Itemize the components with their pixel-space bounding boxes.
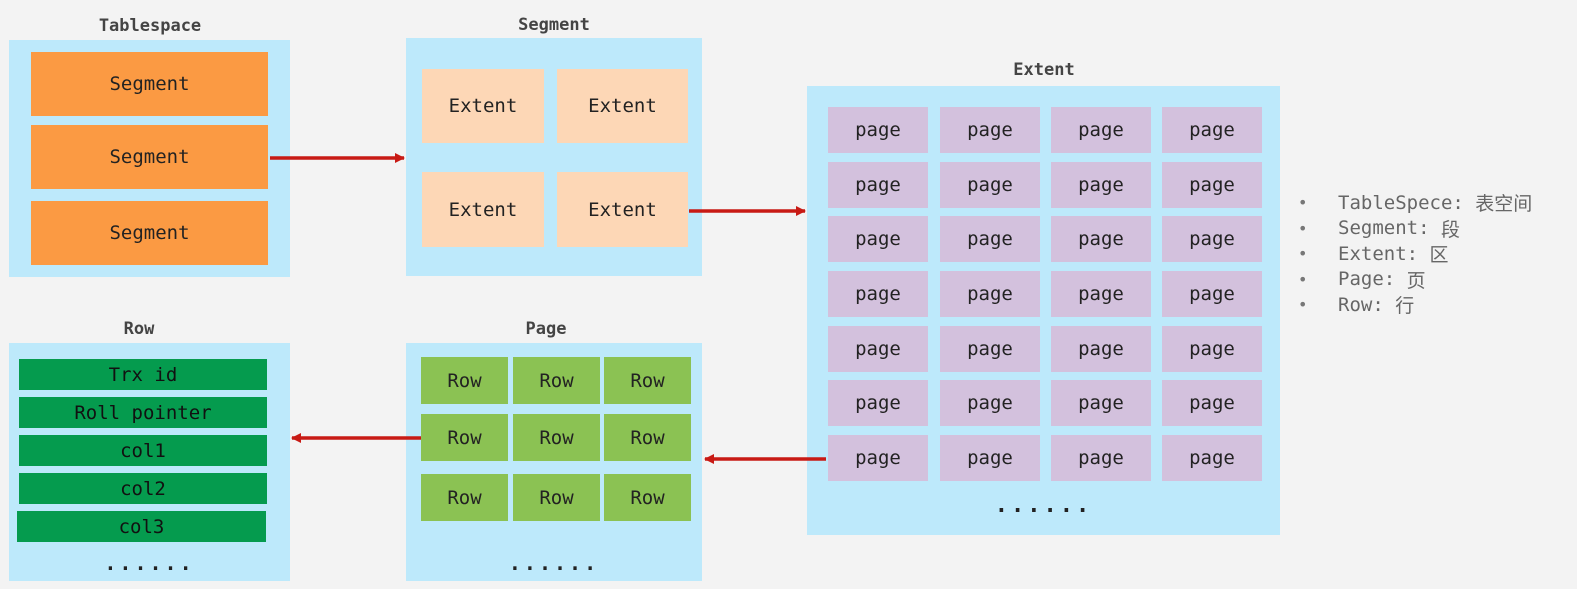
legend-term: Page bbox=[1338, 268, 1384, 291]
bullet-icon: • bbox=[1298, 218, 1308, 238]
extent-page-cell: page bbox=[940, 326, 1040, 372]
extent-page-cell: page bbox=[828, 326, 928, 372]
segment-extent-1: Extent bbox=[422, 69, 544, 143]
extent-page-cell: page bbox=[828, 216, 928, 262]
page-row-cell: Row bbox=[421, 474, 508, 521]
extent-page-cell: page bbox=[1051, 435, 1151, 481]
page-row-cell: Row bbox=[513, 357, 600, 404]
extent-page-cell: page bbox=[1162, 162, 1262, 208]
extent-page-cell: page bbox=[1162, 216, 1262, 262]
extent-page-cell: page bbox=[940, 380, 1040, 426]
tablespace-segment-2: Segment bbox=[31, 125, 268, 189]
legend-item-segment: •Segment: 段 bbox=[1298, 216, 1532, 242]
legend-item-tablespace: •TableSpece: 表空间 bbox=[1298, 190, 1532, 216]
extent-page-cell: page bbox=[1162, 380, 1262, 426]
legend-term: Row bbox=[1338, 293, 1373, 316]
extent-page-cell: page bbox=[1162, 326, 1262, 372]
tablespace-segment-1: Segment bbox=[31, 52, 268, 116]
bullet-icon: • bbox=[1298, 244, 1308, 264]
extent-page-cell: page bbox=[1162, 107, 1262, 153]
segment-extent-3: Extent bbox=[422, 172, 544, 247]
page-row-cell: Row bbox=[604, 474, 691, 521]
page-row-cell: Row bbox=[513, 414, 600, 461]
bullet-icon: • bbox=[1298, 193, 1308, 213]
extent-page-cell: page bbox=[1051, 271, 1151, 317]
extent-ellipsis: ...... bbox=[994, 493, 1093, 518]
legend-meaning: 页 bbox=[1406, 269, 1426, 292]
extent-page-cell: page bbox=[828, 107, 928, 153]
segment-title: Segment bbox=[518, 15, 590, 35]
tablespace-segment-3: Segment bbox=[31, 201, 268, 265]
segment-panel: Extent Extent Extent Extent bbox=[406, 38, 702, 276]
extent-page-cell: page bbox=[940, 107, 1040, 153]
extent-page-cell: page bbox=[1051, 107, 1151, 153]
extent-page-cell: page bbox=[828, 435, 928, 481]
extent-page-cell: page bbox=[1162, 435, 1262, 481]
bullet-icon: • bbox=[1298, 295, 1308, 315]
page-ellipsis: ...... bbox=[508, 551, 600, 575]
row-ellipsis: ...... bbox=[104, 551, 195, 575]
row-field-col2: col2 bbox=[19, 473, 267, 504]
extent-page-cell: page bbox=[1051, 380, 1151, 426]
page-row-cell: Row bbox=[513, 474, 600, 521]
legend-term: Segment bbox=[1338, 217, 1419, 240]
bullet-icon: • bbox=[1298, 269, 1308, 289]
page-row-cell: Row bbox=[421, 357, 508, 404]
row-panel: Trx id Roll pointer col1 col2 col3 .....… bbox=[9, 343, 290, 581]
row-title: Row bbox=[123, 319, 155, 339]
legend-item-row: •Row: 行 bbox=[1298, 292, 1532, 318]
row-field-col3: col3 bbox=[17, 511, 266, 542]
extent-page-cell: page bbox=[940, 162, 1040, 208]
row-field-col1: col1 bbox=[19, 435, 267, 466]
row-field-roll-pointer: Roll pointer bbox=[19, 397, 267, 428]
legend-item-extent: •Extent: 区 bbox=[1298, 241, 1532, 267]
tablespace-title: Tablespace bbox=[98, 16, 202, 36]
extent-page-cell: page bbox=[1051, 326, 1151, 372]
extent-page-cell: page bbox=[828, 271, 928, 317]
legend: •TableSpece: 表空间 •Segment: 段 •Extent: 区 … bbox=[1298, 190, 1532, 318]
row-field-trx-id: Trx id bbox=[19, 359, 267, 390]
extent-title: Extent bbox=[1013, 60, 1075, 80]
extent-page-cell: page bbox=[940, 435, 1040, 481]
segment-extent-4: Extent bbox=[557, 172, 688, 247]
extent-page-cell: page bbox=[1051, 216, 1151, 262]
page-row-cell: Row bbox=[604, 414, 691, 461]
extent-page-cell: page bbox=[828, 162, 928, 208]
extent-page-cell: page bbox=[1162, 271, 1262, 317]
legend-term: Extent bbox=[1338, 242, 1407, 265]
legend-meaning: 段 bbox=[1440, 218, 1460, 241]
page-row-cell: Row bbox=[604, 357, 691, 404]
legend-item-page: •Page: 页 bbox=[1298, 267, 1532, 293]
legend-meaning: 表空间 bbox=[1475, 193, 1533, 216]
legend-term: TableSpece bbox=[1338, 191, 1453, 214]
page-row-cell: Row bbox=[421, 414, 508, 461]
legend-meaning: 行 bbox=[1395, 295, 1415, 318]
extent-page-cell: page bbox=[940, 271, 1040, 317]
page-title: Page bbox=[525, 319, 567, 339]
tablespace-panel: Segment Segment Segment bbox=[9, 40, 290, 277]
legend-meaning: 区 bbox=[1429, 244, 1449, 267]
extent-page-cell: page bbox=[828, 380, 928, 426]
segment-extent-2: Extent bbox=[557, 69, 688, 143]
extent-page-cell: page bbox=[1051, 162, 1151, 208]
extent-page-cell: page bbox=[940, 216, 1040, 262]
